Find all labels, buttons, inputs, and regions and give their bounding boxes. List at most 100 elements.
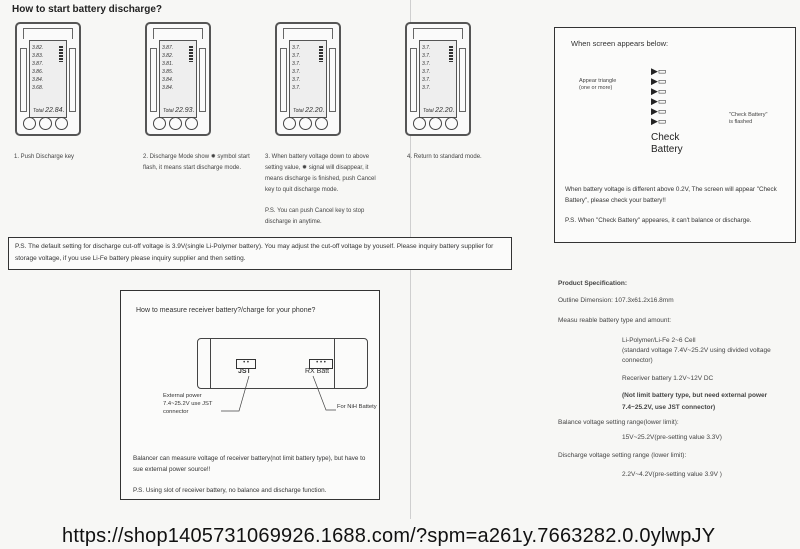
device-button (169, 117, 182, 130)
default-setting-note: P.S. The default setting for discharge c… (8, 237, 512, 270)
device-top-frame (23, 28, 73, 39)
screen-text-line: Battery (651, 144, 683, 155)
step-3: 3. When battery voltage down to above se… (265, 154, 376, 193)
device-button (23, 117, 36, 130)
triangle-note-line: Appear triangle (579, 78, 617, 84)
spec-lipo: Li-Polymer/Li-Fe 2~6 Cell (622, 337, 696, 344)
device-buttons (413, 117, 458, 130)
device-side (280, 48, 287, 112)
check-battery-screen-text: Check Battery (651, 132, 683, 156)
cell-voltage: 3.82. (162, 53, 174, 59)
receiver-desc: Balancer can measure voltage of receiver… (133, 455, 366, 473)
cell-voltage: 3.85. (162, 69, 174, 75)
device-side (329, 48, 336, 112)
device-button (283, 117, 296, 130)
spec-dimension: Outline Dimension: 107.3x61.2x16.8mm (558, 297, 674, 304)
page-title: How to start battery discharge? (12, 4, 163, 15)
device-button (153, 117, 166, 130)
cell-voltage: 3.81. (162, 61, 174, 67)
total-voltage: Total 22.20. (423, 107, 455, 114)
device-buttons (23, 117, 68, 130)
nih-note: For NiH Battety (337, 404, 377, 410)
step-3-ps: P.S. You can push Cancel key to stop dis… (265, 208, 365, 225)
flash-note-line: "Check Battery" (729, 112, 768, 118)
note-line: 7.4~25.2V use JST (163, 401, 213, 407)
step-4: 4. Return to standard mode. (407, 154, 482, 160)
lcd-screen: 3.82.3.83.3.87.3.86.3.84.3.68.Total 22.8… (29, 40, 67, 118)
cell-voltage: 3.84. (162, 85, 174, 91)
receiver-heading: How to measure receiver battery?/charge … (136, 307, 316, 314)
check-battery-box: When screen appears below: ▶▭▶▭▶▭▶▭▶▭▶▭ … (554, 27, 796, 243)
battery-level-icon (59, 46, 63, 62)
device-side (69, 48, 76, 112)
total-voltage: Total 22.93. (163, 107, 195, 114)
receiver-box: How to measure receiver battery?/charge … (120, 290, 380, 500)
total-voltage: Total 22.84. (33, 107, 65, 114)
balancer-device: 3.82.3.83.3.87.3.86.3.84.3.68.Total 22.8… (15, 22, 81, 136)
device-side (410, 48, 417, 112)
device-button (55, 117, 68, 130)
cell-voltage: 3.87. (32, 61, 44, 67)
balancer-device: 3.7.3.7.3.7.3.7.3.7.3.7.Total 22.20. (275, 22, 341, 136)
cell-voltage: 3.7. (422, 85, 431, 91)
total-value: 22.84. (45, 107, 65, 114)
total-value: 22.93. (175, 107, 195, 114)
cell-voltage: 3.83. (32, 53, 44, 59)
device-side (459, 48, 466, 112)
balancer-device: 3.7.3.7.3.7.3.7.3.7.3.7.Total 22.20. (405, 22, 471, 136)
step-2: 2. Discharge Mode show ✹ symbol start fl… (143, 154, 250, 171)
cell-voltage: 3.7. (422, 61, 431, 67)
cell-voltage: 3.7. (422, 45, 431, 51)
device-side (150, 48, 157, 112)
lcd-screen: 3.7.3.7.3.7.3.7.3.7.3.7.Total 22.20. (419, 40, 457, 118)
rx-batt-label: RX Batt (305, 368, 330, 375)
external-power-note: External power 7.4~25.2V use JST connect… (163, 392, 212, 416)
device-button (299, 117, 312, 130)
shop-url-watermark: https://shop1405731069926.1688.com/?spm=… (62, 525, 716, 547)
total-label: Total (163, 108, 174, 114)
cell-voltage: 3.7. (292, 77, 301, 83)
total-label: Total (423, 108, 434, 114)
cell-voltage: 3.7. (422, 77, 431, 83)
leader-lines (221, 375, 336, 412)
receiver-ps: P.S. Using slot of receiver battery, no … (133, 487, 327, 494)
battery-level-icon (449, 46, 453, 62)
cell-voltage: 3.7. (292, 61, 301, 67)
lcd-screen: 3.87.3.82.3.81.3.85.3.84.3.84.Total 22.9… (159, 40, 197, 118)
spec-receiver-note: (Not limit battery type, but need extern… (622, 392, 768, 411)
spec-balance-label: Balance voltage setting range(lower limi… (558, 419, 679, 426)
check-desc: When battery voltage is different above … (565, 186, 777, 204)
total-value: 22.20. (305, 107, 325, 114)
cell-voltage: 3.7. (292, 45, 301, 51)
spec-balance-value: 15V~25.2V(pre-setting value 3.3V) (622, 434, 722, 441)
total-label: Total (293, 108, 304, 114)
cell-voltage: 3.7. (292, 69, 301, 75)
triangle-note-line: (one or more) (579, 85, 613, 91)
spec-receiver: Receriver battery 1.2V~12V DC (622, 375, 714, 382)
balancer-device: 3.87.3.82.3.81.3.85.3.84.3.84.Total 22.9… (145, 22, 211, 136)
spec-lipo-note: (standard voltage 7.4V~25.2V using divid… (622, 347, 771, 364)
device-button (413, 117, 426, 130)
cell-voltage: 3.7. (292, 85, 301, 91)
rx-batt-port: • • • (309, 359, 333, 369)
flash-note: "Check Battery" is flashed (729, 112, 767, 126)
jst-label: JST (238, 368, 251, 375)
device-side (20, 48, 27, 112)
spec-discharge-label: Discharge voltage setting range (lower l… (558, 452, 687, 459)
total-label: Total (33, 108, 44, 114)
spec-discharge-value: 2.2V~4.2V(pre-setting value 3.9V ) (622, 471, 722, 478)
lcd-screen: 3.7.3.7.3.7.3.7.3.7.3.7.Total 22.20. (289, 40, 327, 118)
device-button (429, 117, 442, 130)
device-top-frame (283, 28, 333, 39)
cell-voltage: 3.7. (422, 53, 431, 59)
total-value: 22.20. (435, 107, 455, 114)
triangle-note: Appear triangle (one or more) (579, 78, 616, 92)
device-buttons (283, 117, 328, 130)
device-button (315, 117, 328, 130)
device-side-view: • • JST • • • RX Batt (197, 338, 368, 389)
screen-text-line: Check (651, 132, 680, 143)
device-button (445, 117, 458, 130)
device-button (39, 117, 52, 130)
note-line: connector (163, 409, 189, 415)
device-button (185, 117, 198, 130)
